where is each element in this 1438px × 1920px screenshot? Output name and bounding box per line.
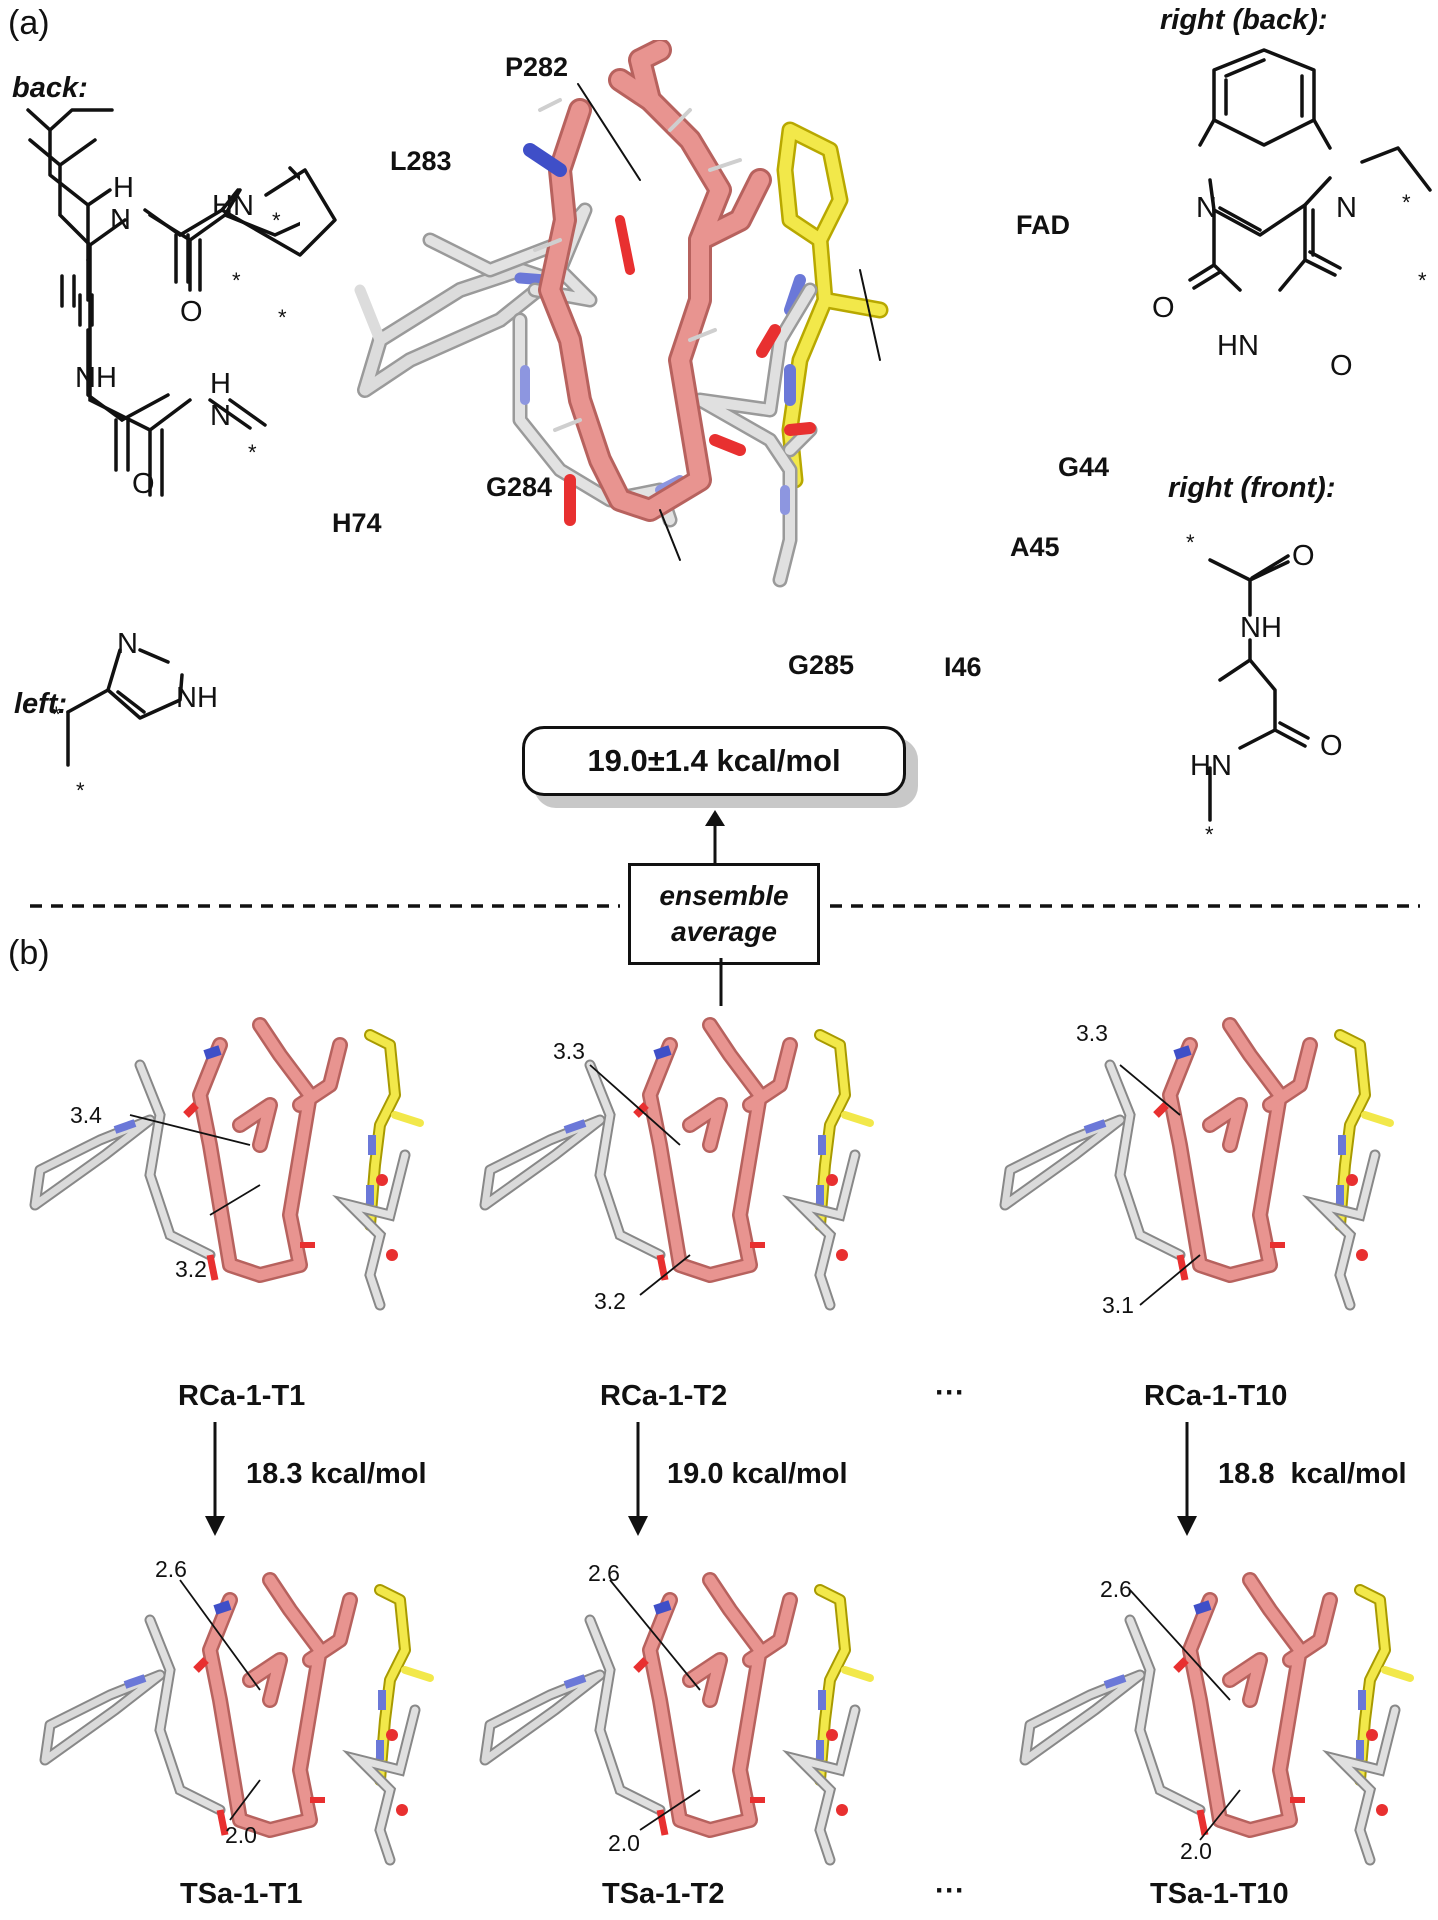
chem-atom-label: * xyxy=(1205,822,1214,847)
right-back-title: right (back): xyxy=(1160,4,1328,36)
left-structure-bonds xyxy=(66,648,184,767)
distance-label: 3.3 xyxy=(553,1038,585,1064)
distance-label: 3.4 xyxy=(70,1102,102,1128)
chem-atom-label: O xyxy=(1320,730,1343,762)
distance-label: 2.0 xyxy=(225,1822,257,1848)
reactant-name: RCa-1-T2 xyxy=(600,1380,728,1412)
chem-atom-label: H xyxy=(113,172,134,204)
ensemble-average-box: ensemble average xyxy=(628,863,820,965)
down-arrow-icon xyxy=(205,1422,225,1536)
residue-label: G284 xyxy=(486,472,553,502)
distance-label: 2.6 xyxy=(155,1556,187,1582)
chem-atom-label: * xyxy=(76,778,85,803)
active-site-model xyxy=(354,40,889,588)
residue-label: A45 xyxy=(1010,532,1060,562)
distance-label: 2.6 xyxy=(588,1560,620,1586)
chem-atom-label: * xyxy=(248,440,257,465)
chem-atom-label: * xyxy=(52,702,61,727)
chem-atom-label: N xyxy=(117,628,138,660)
distance-label: 3.2 xyxy=(594,1288,626,1314)
section-divider xyxy=(30,904,1420,908)
residue-label: P282 xyxy=(505,52,569,82)
chem-atom-label: * xyxy=(272,208,281,233)
connector-line xyxy=(719,958,723,1006)
chem-atom-label: O xyxy=(180,296,203,328)
chem-atom-label: N xyxy=(1196,192,1217,224)
ellipsis: ··· xyxy=(935,1376,965,1409)
residue-label: H74 xyxy=(332,508,382,538)
distance-label: 3.3 xyxy=(1076,1020,1108,1046)
reactant-name: RCa-1-T10 xyxy=(1144,1380,1288,1412)
transition-state-name: TSa-1-T10 xyxy=(1150,1878,1289,1910)
reactant-structures xyxy=(0,1005,1438,1325)
residue-label: G285 xyxy=(788,650,855,680)
chem-atom-label: O xyxy=(1330,350,1353,382)
right-front-structure-bonds xyxy=(1208,554,1310,822)
down-arrow-icon xyxy=(628,1422,648,1536)
chem-atom-label: HN xyxy=(1217,330,1259,362)
distance-label: 2.0 xyxy=(1180,1838,1212,1864)
chem-atom-label: * xyxy=(232,268,241,293)
chem-atom-label: * xyxy=(278,305,287,330)
down-arrow-icon xyxy=(1177,1422,1197,1536)
panel-a-label: (a) xyxy=(8,4,50,42)
chem-atom-label: N xyxy=(210,400,231,432)
chem-atom-label: * xyxy=(1418,268,1427,293)
residue-label: FAD xyxy=(1016,210,1070,240)
ellipsis: ··· xyxy=(935,1874,965,1907)
chem-atom-label: HN xyxy=(1190,750,1232,782)
chem-atom-label: * xyxy=(1402,190,1411,215)
back-structure-bonds xyxy=(26,108,337,472)
panel-b-label: (b) xyxy=(8,934,50,972)
ensemble-line2: average xyxy=(671,916,777,947)
residue-label: G44 xyxy=(1058,452,1110,482)
left-title: left: xyxy=(14,688,68,720)
distance-label: 3.2 xyxy=(175,1256,207,1282)
reactant-name: RCa-1-T1 xyxy=(178,1380,306,1412)
chem-atom-label: H xyxy=(210,368,231,400)
chem-atom-label: NH xyxy=(1240,612,1282,644)
chem-atom-label: * xyxy=(1186,530,1195,555)
chem-atom-label: NH xyxy=(75,362,117,394)
chem-atom-label: N xyxy=(110,204,131,236)
chem-atom-label: NH xyxy=(176,682,218,714)
chem-atom-label: O xyxy=(132,468,155,500)
distance-label: 2.6 xyxy=(1100,1576,1132,1602)
chem-atom-label: O xyxy=(1152,292,1175,324)
transition-state-name: TSa-1-T2 xyxy=(602,1878,725,1910)
up-arrow-icon xyxy=(705,810,725,866)
distance-label: 3.1 xyxy=(1102,1292,1134,1318)
residue-label: L283 xyxy=(390,146,452,176)
back-title: back: xyxy=(12,72,88,104)
right-front-title: right (front): xyxy=(1168,472,1336,504)
chem-atom-label: N xyxy=(1336,192,1357,224)
chem-atom-label: O xyxy=(1292,540,1315,572)
barrier-energy: 19.0 kcal/mol xyxy=(667,1458,848,1490)
residue-label: I46 xyxy=(944,652,982,682)
average-energy-box: 19.0±1.4 kcal/mol xyxy=(522,726,906,796)
right-back-structure-bonds xyxy=(1188,48,1432,292)
ensemble-line1: ensemble xyxy=(659,880,789,911)
distance-label: 2.0 xyxy=(608,1830,640,1856)
barrier-energy: 18.3 kcal/mol xyxy=(246,1458,427,1490)
barrier-energy: 18.8 kcal/mol xyxy=(1218,1458,1407,1490)
transition-state-name: TSa-1-T1 xyxy=(180,1878,303,1910)
transition-state-structures xyxy=(0,1550,1438,1870)
